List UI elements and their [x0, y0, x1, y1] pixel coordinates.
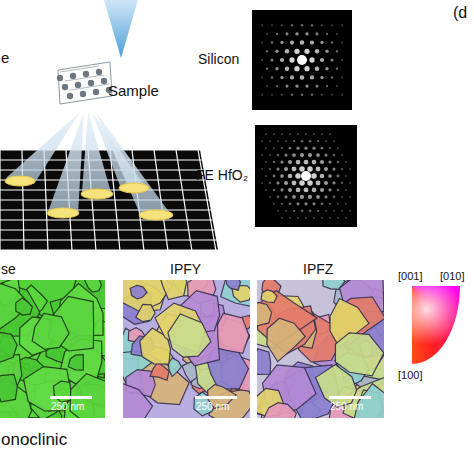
diffraction-disks [5, 176, 173, 220]
crystal-sample [57, 62, 112, 104]
map-title: IPFY [170, 262, 201, 276]
pattern-label: FE HfO₂ [196, 168, 248, 182]
hfo2-spots [261, 133, 351, 219]
scale-bar-label: 250 nm [51, 402, 84, 412]
axis-label: [001] [398, 271, 422, 282]
sample-label: Sample [108, 83, 159, 98]
axis-label: [010] [440, 271, 464, 282]
panel-letter: (d [453, 5, 467, 21]
map-title: se [1, 262, 16, 276]
map-title: IPFZ [303, 262, 333, 276]
axis-label: [100] [398, 370, 422, 381]
phase-map [0, 280, 105, 418]
pattern-label: Silicon [198, 52, 239, 66]
probe-beam [104, 0, 138, 58]
probe-label: e [1, 50, 9, 65]
diffraction-cones [6, 112, 172, 216]
silicon-spots [261, 24, 343, 96]
scale-bar-label: 250 nm [330, 402, 363, 412]
silicon-pattern [252, 10, 352, 110]
phase-label: onoclinic [1, 431, 67, 448]
ipf-color-key [412, 286, 460, 364]
ipfy-map [123, 280, 250, 418]
scale-bar-label: 250 nm [196, 402, 229, 412]
hfo2-pattern [255, 125, 357, 227]
scale-bars [50, 396, 371, 399]
ipfz-map [257, 280, 384, 418]
